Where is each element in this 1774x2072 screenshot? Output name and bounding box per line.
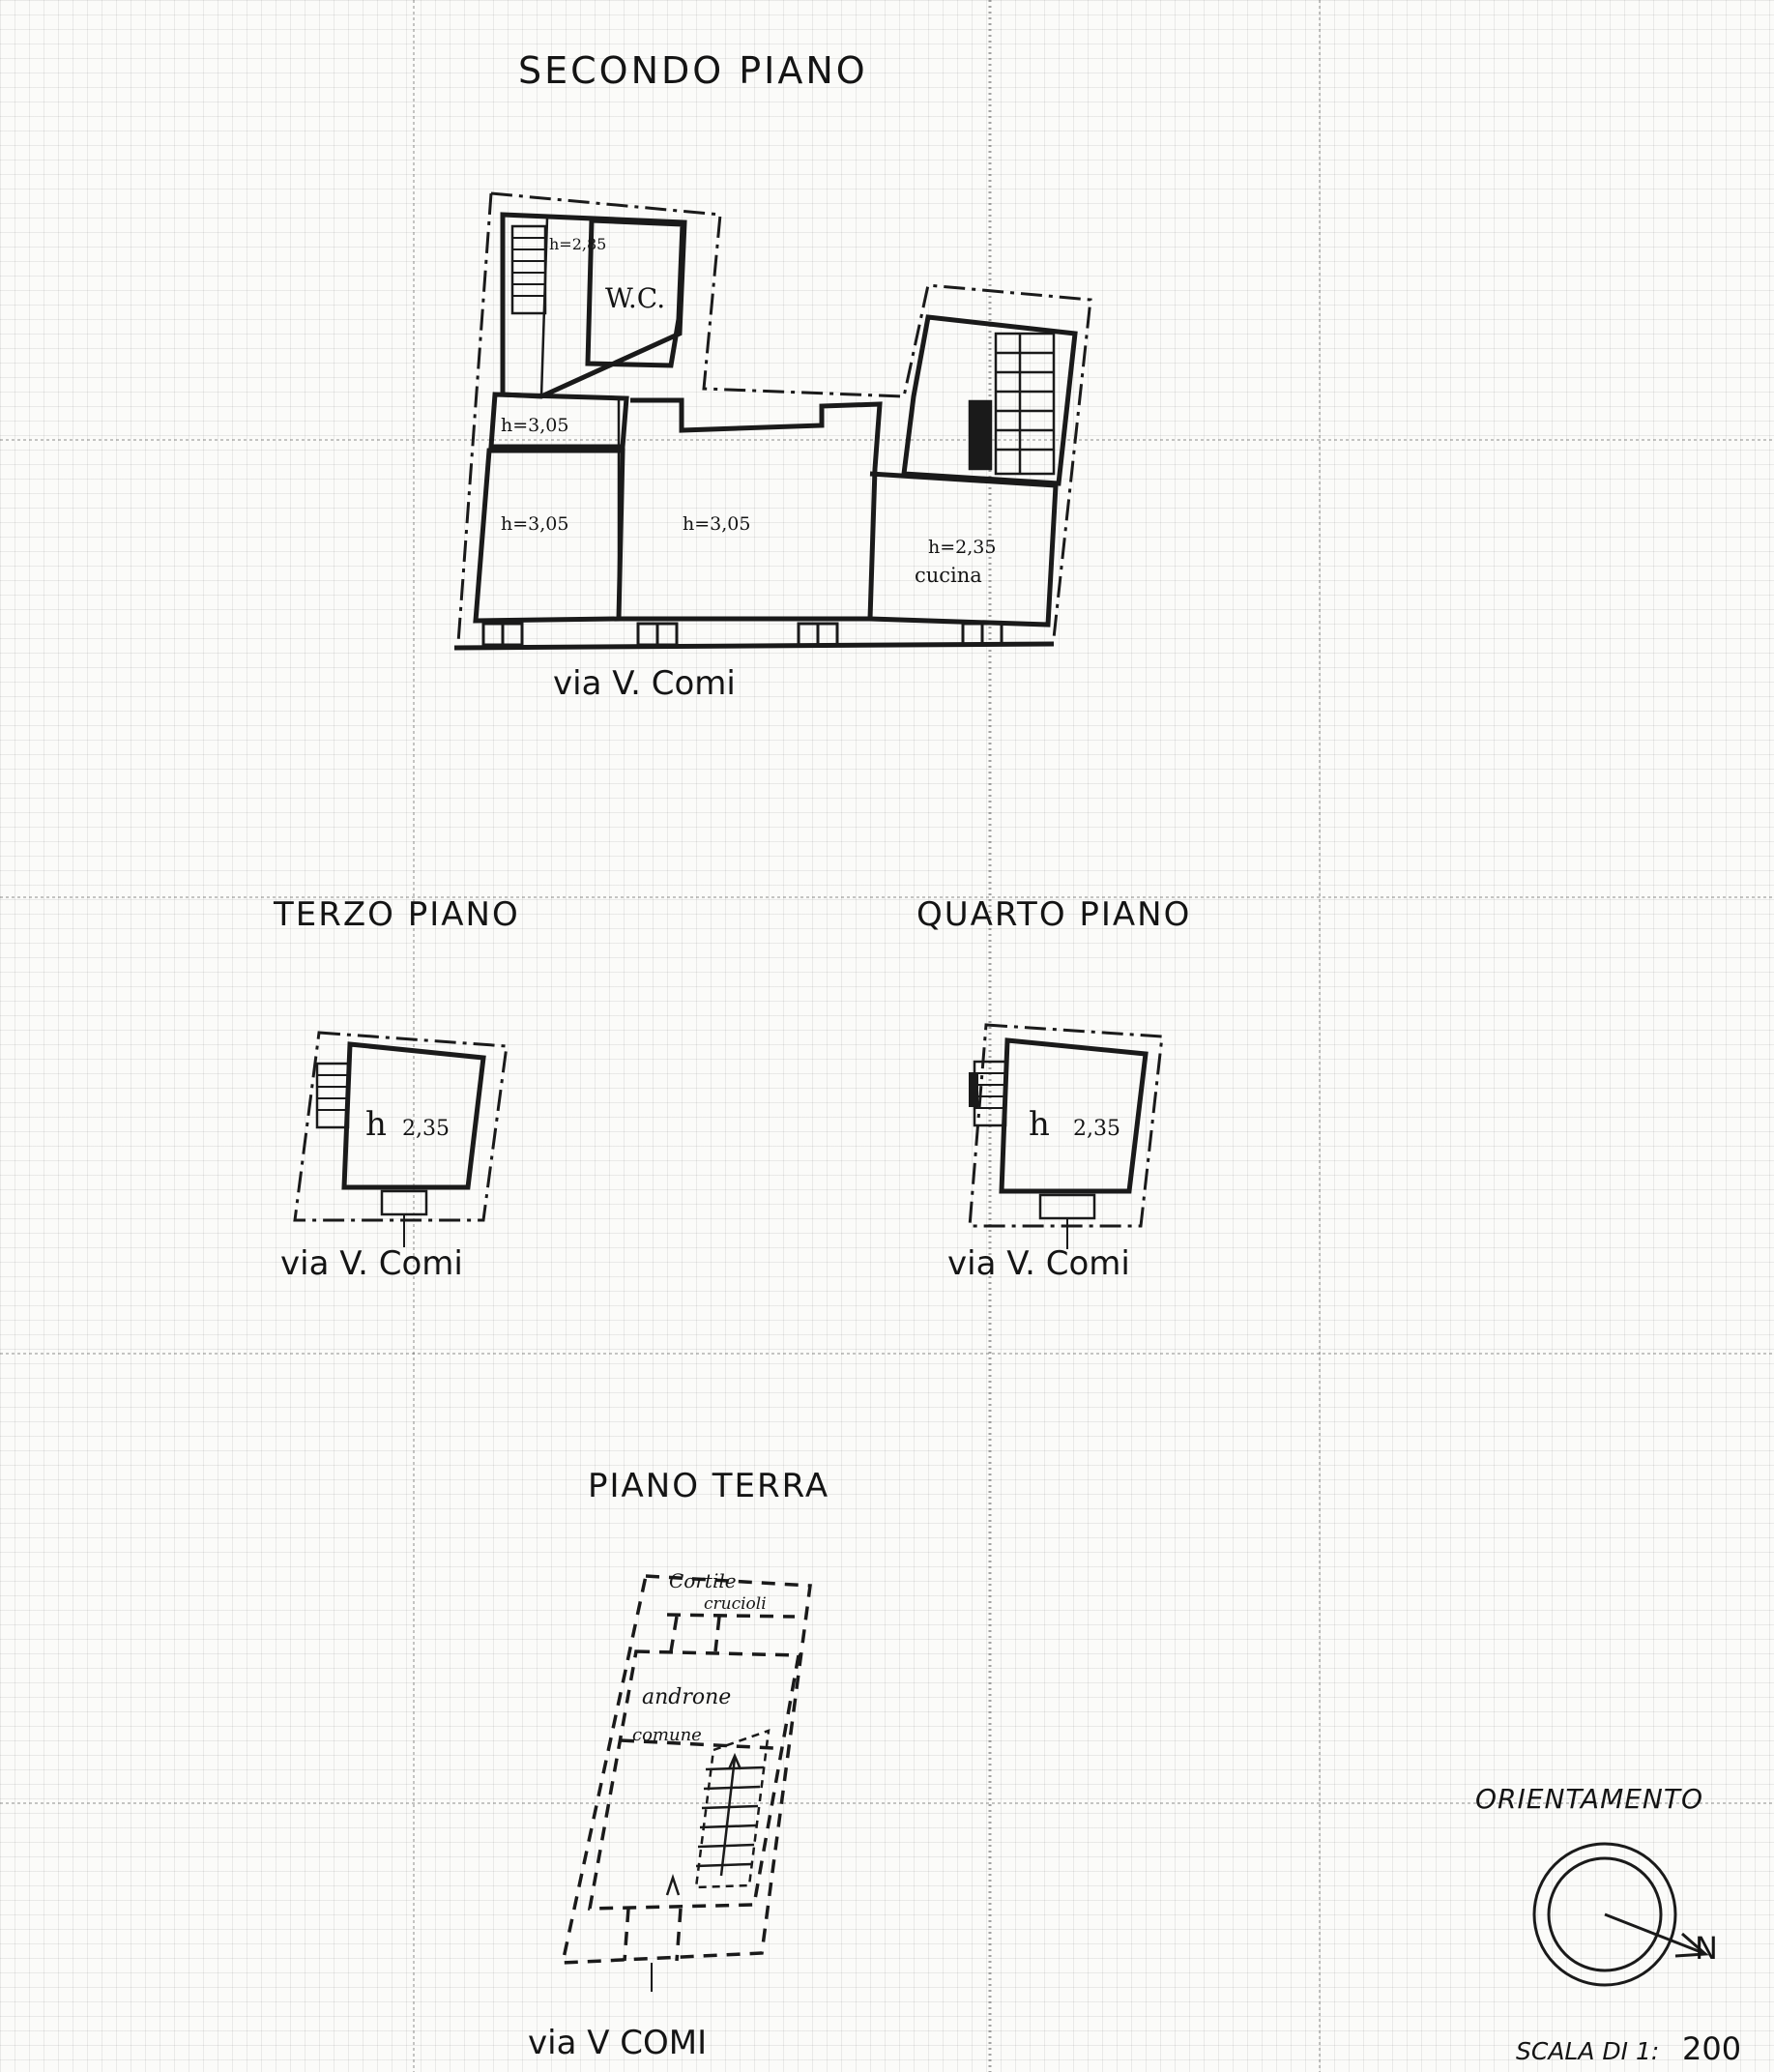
- secondo-h-center-label: h=3,05: [683, 513, 750, 535]
- terra-street-label: via V COMI: [528, 2024, 707, 2062]
- compass-icon: [1532, 1842, 1709, 1987]
- terzo-stair-icon: [317, 1074, 348, 1111]
- terzo-window: [380, 1189, 428, 1216]
- terzo-h-letter: h: [365, 1105, 387, 1144]
- quarto-street-label: via V. Comi: [947, 1244, 1130, 1283]
- secondo-h-small-label: h=3,05: [501, 415, 568, 436]
- wc-label: W.C.: [605, 282, 665, 314]
- terzo-h-value: 2,35: [402, 1117, 450, 1141]
- quarto-stair-icon: [969, 1072, 1005, 1109]
- staircase-icon: [968, 332, 1056, 476]
- orientation-label: ORIENTAMENTO: [1475, 1783, 1703, 1815]
- comune-label: comune: [632, 1725, 702, 1745]
- piano-terra-plan: PIANO TERRA Cortile crucioli androne com…: [528, 1467, 829, 2062]
- secondo-h-kitchen-label: h=2,35: [928, 537, 996, 558]
- quarto-piano-plan: QUARTO PIANO h 2,35 via V. Comi: [916, 895, 1191, 1283]
- secondo-h-stair-label: h=2,85: [549, 235, 606, 253]
- cortile-label: Cortile: [669, 1569, 737, 1592]
- terzo-piano-plan: TERZO PIANO h 2,35 via V. Comi: [273, 895, 520, 1283]
- cucina-label: cucina: [915, 564, 982, 587]
- androne-label: androne: [642, 1685, 731, 1709]
- scale-label: SCALA DI 1:: [1516, 2037, 1659, 2065]
- scale-value: 200: [1682, 2030, 1741, 2067]
- terzo-piano-title: TERZO PIANO: [273, 895, 520, 934]
- orientation-block: ORIENTAMENTO N SCALA DI 1: 200: [1475, 1783, 1741, 2067]
- crucioli-label: crucioli: [704, 1594, 767, 1614]
- stair-icon: [512, 237, 545, 297]
- quarto-window: [1038, 1193, 1096, 1220]
- piano-terra-title: PIANO TERRA: [588, 1467, 829, 1505]
- windows: [481, 622, 1003, 647]
- secondo-street-label: via V. Comi: [553, 664, 736, 703]
- secondo-piano-plan: SECONDO PIANO h=2,85 W.C. h=3,05 h=3,05 …: [453, 49, 1092, 703]
- secondo-h-left-label: h=3,05: [501, 513, 568, 535]
- secondo-piano-title: SECONDO PIANO: [518, 49, 868, 92]
- quarto-h-value: 2,35: [1073, 1117, 1120, 1141]
- terzo-street-label: via V. Comi: [280, 1244, 463, 1283]
- north-label: N: [1695, 1930, 1718, 1967]
- quarto-h-letter: h: [1029, 1105, 1050, 1144]
- entrance-arrow-icon: [665, 1874, 681, 1896]
- terra-stair-icon: [694, 1729, 771, 1889]
- quarto-piano-title: QUARTO PIANO: [916, 895, 1191, 934]
